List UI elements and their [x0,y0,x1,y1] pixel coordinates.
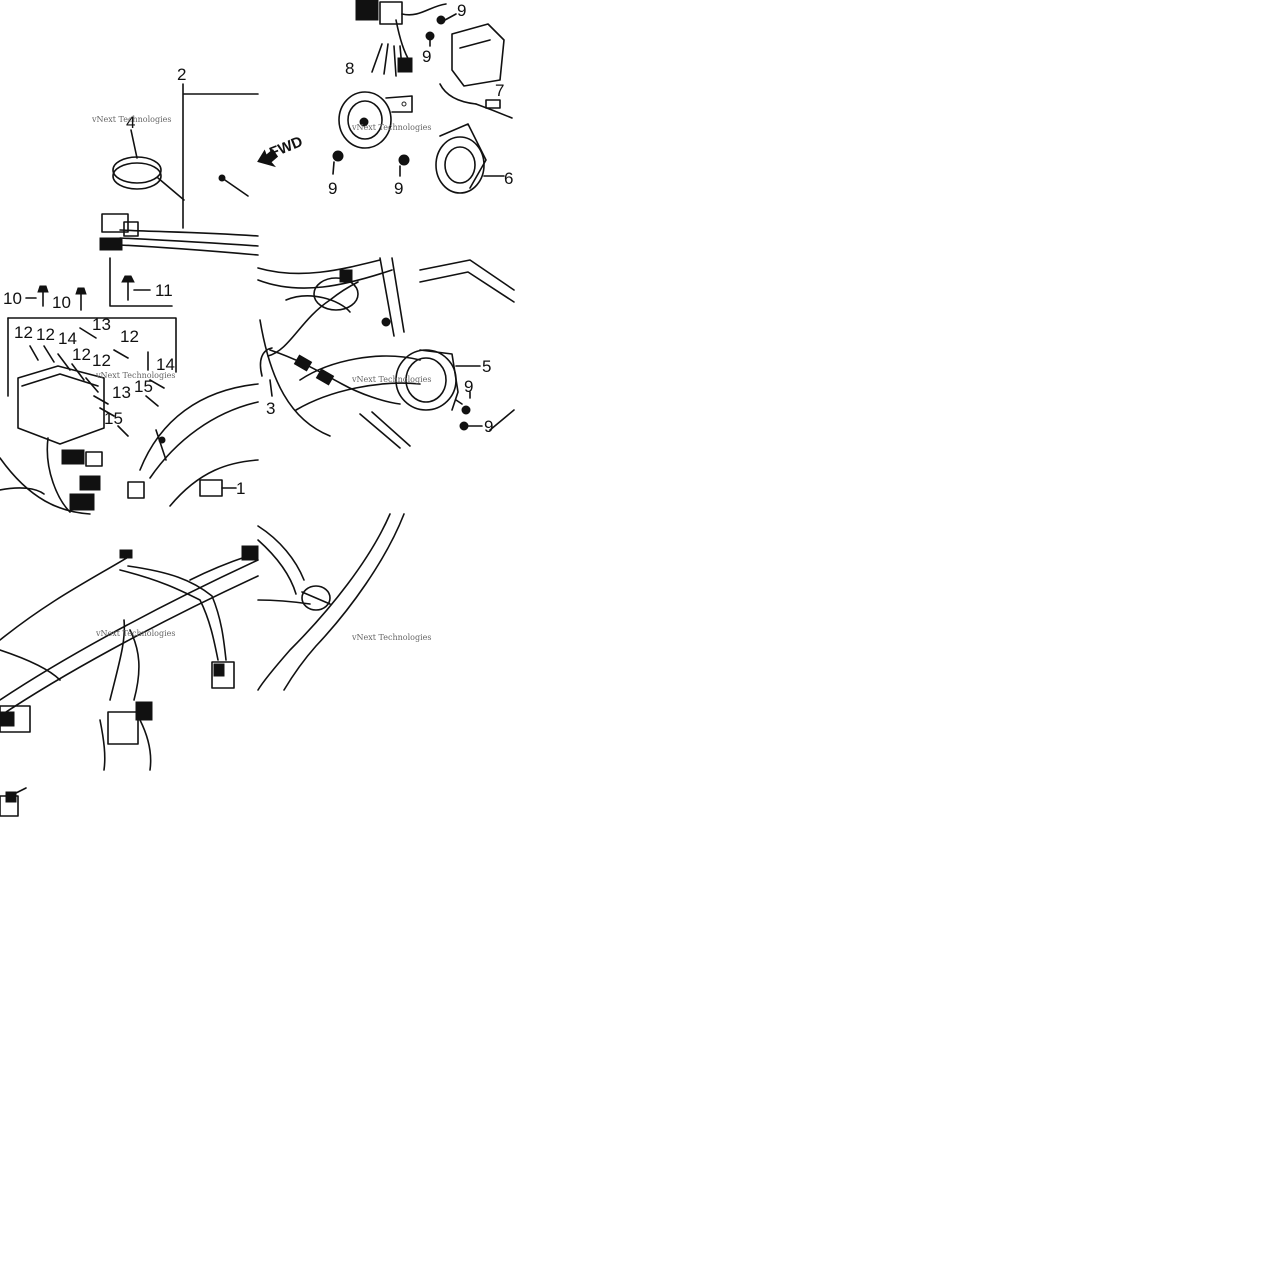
callout-13: 13 [112,383,131,402]
callout-12: 12 [120,327,139,346]
fuse-box [17,365,105,445]
fwd-label: FWD [267,133,305,162]
fwd-arrow: FWD [257,133,305,168]
bolt [459,421,483,431]
connector [0,705,31,733]
callout-15: 15 [104,409,123,428]
callout-9: 9 [457,1,466,20]
connector [119,545,259,561]
terminal-fan [371,43,413,77]
callout-4: 4 [126,113,135,132]
callout-9: 9 [394,179,403,198]
watermark: vNext Technologies [95,629,175,638]
frame-clamp [301,585,331,611]
bolt [436,13,457,25]
harness-clamp [112,129,185,201]
harness-connector-block [99,213,139,251]
callout-5: 5 [482,357,491,376]
callout-14: 14 [58,329,77,348]
bolt [398,154,410,177]
connector [127,429,167,499]
tile-bottom-left: vNext Technologies [0,545,259,817]
tile-top-right: 9 9 8 7 6 9 9 vNext Technologies [328,0,513,198]
callout-15: 15 [134,377,153,396]
callout-6: 6 [504,169,513,188]
watermark: vNext Technologies [91,115,171,124]
callout-12: 12 [14,323,33,342]
tile-bottom-right: vNext Technologies [257,513,431,691]
relay-unit [439,23,513,119]
tile-top-left: 2 4 vNext Technologies [91,65,259,256]
callout-1: 1 [236,479,245,498]
callout-10: 10 [3,289,22,308]
connector [0,787,27,817]
bolt [121,275,151,301]
bolt [425,31,435,47]
headlight [395,349,481,411]
bolt [455,391,471,415]
watermark: vNext Technologies [351,633,431,642]
callout-12: 12 [72,345,91,364]
tile-middle-left: 11 10 10 [0,257,259,515]
callout-3: 3 [266,399,275,418]
watermark: vNext Technologies [351,123,431,132]
callout-12: 12 [36,325,55,344]
connector [69,475,101,511]
bolt [332,150,344,175]
connector [61,449,103,467]
callout-9: 9 [328,179,337,198]
callout-8: 8 [345,59,354,78]
callout-11: 11 [155,281,173,300]
connector [107,701,153,745]
fuse-set [29,327,165,437]
horn-upper [338,91,413,149]
connector [211,661,235,689]
connector [199,479,237,497]
callout-9: 9 [422,47,431,66]
callout-14: 14 [156,355,175,374]
callout-7: 7 [495,81,504,100]
callout-12: 12 [92,351,111,370]
bolt [75,287,87,311]
connector [293,269,353,386]
callout-9: 9 [464,377,473,396]
callout-9: 9 [484,417,493,436]
watermark: vNext Technologies [351,375,431,384]
callout-10: 10 [52,293,71,312]
bolt [25,285,49,307]
horn-lower [435,123,505,194]
callout-13: 13 [92,315,111,334]
tile-middle-right: 3 5 9 9 vNext Technologies [257,257,515,449]
watermark: vNext Technologies [95,371,175,380]
callout-2: 2 [177,65,186,84]
